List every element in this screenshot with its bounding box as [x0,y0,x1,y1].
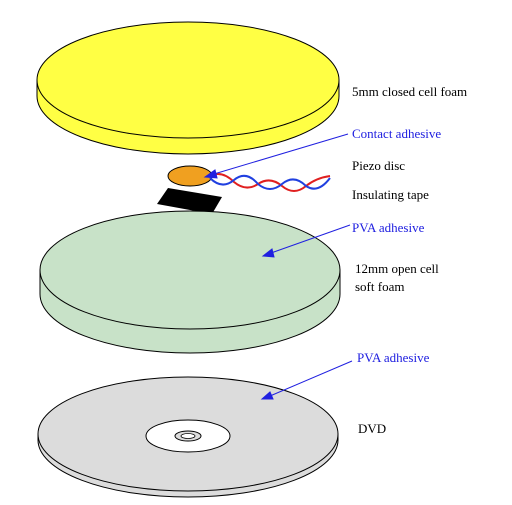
insulating-tape [157,188,222,214]
label-open-cell-foam-line1: 12mm open cell [355,261,439,276]
open-cell-foam-disc [39,210,341,354]
pva-adhesive-arrow-1 [261,224,351,258]
pva-adhesive-arrow-2 [260,360,353,400]
label-insulating-tape: Insulating tape [352,187,429,202]
label-pva-adhesive-top: PVA adhesive [352,220,425,235]
piezo-disc [167,165,213,187]
label-piezo-disc: Piezo disc [352,158,405,173]
contact-adhesive-arrow [203,133,349,179]
closed-cell-foam-disc [36,21,340,155]
dvd-disc [37,376,339,498]
label-open-cell-foam-line2: soft foam [355,279,404,294]
label-contact-adhesive: Contact adhesive [352,126,441,141]
piezo-wire [209,173,331,192]
label-pva-adhesive-bottom: PVA adhesive [357,350,430,365]
label-closed-cell-foam: 5mm closed cell foam [352,84,467,99]
label-dvd: DVD [358,421,386,436]
